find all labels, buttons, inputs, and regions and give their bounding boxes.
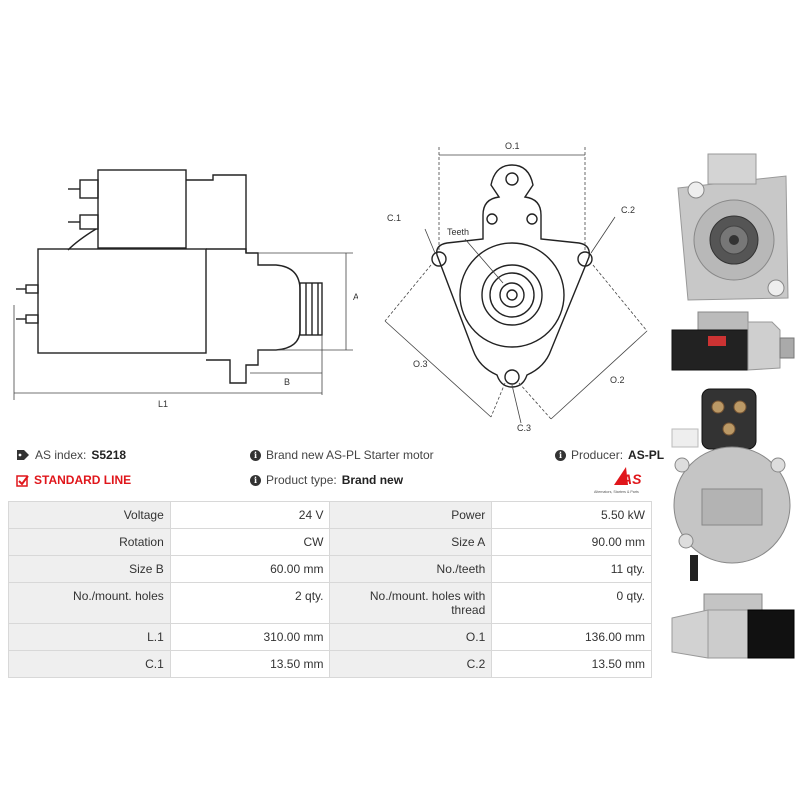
standard-line-label: STANDARD LINE bbox=[34, 473, 132, 487]
spec-value: 0 qty. bbox=[491, 582, 652, 624]
spec-value: 24 V bbox=[169, 501, 331, 529]
spec-key: Power bbox=[329, 501, 493, 529]
spec-value: 13.50 mm bbox=[169, 650, 331, 678]
product-type-value: Brand new bbox=[341, 473, 404, 487]
logo-text: AS bbox=[621, 471, 642, 487]
dim-label-teeth: Teeth bbox=[447, 227, 469, 237]
producer-row: i Producer: AS-PL bbox=[555, 448, 664, 462]
as-index-label: AS index: bbox=[35, 448, 87, 462]
dim-label-o1: O.1 bbox=[505, 141, 520, 151]
side-view-diagram: A B L1 bbox=[13, 169, 358, 409]
as-index-row: AS index: S5218 bbox=[16, 448, 126, 462]
checkbox-checked-icon bbox=[16, 474, 29, 487]
dim-label-c2: C.2 bbox=[621, 205, 635, 215]
dim-label-l1: L1 bbox=[158, 399, 168, 409]
dim-label-a: A bbox=[353, 292, 358, 302]
standard-line-row: STANDARD LINE bbox=[16, 473, 131, 487]
spec-key: No./mount. holes with thread bbox=[329, 582, 493, 624]
producer-value: AS-PL bbox=[628, 448, 665, 462]
dim-label-o3: O.3 bbox=[413, 359, 428, 369]
spec-value: CW bbox=[169, 528, 331, 556]
product-photo-side-2[interactable] bbox=[668, 592, 796, 664]
product-type-label: Product type: bbox=[266, 473, 337, 487]
product-photo-side[interactable] bbox=[668, 308, 796, 380]
spec-value: 11 qty. bbox=[491, 555, 652, 583]
spec-key: Rotation bbox=[8, 528, 171, 556]
spec-value: 310.00 mm bbox=[169, 623, 331, 651]
spec-key: O.1 bbox=[329, 623, 493, 651]
producer-label: Producer: bbox=[571, 448, 624, 462]
spec-key: L.1 bbox=[8, 623, 171, 651]
spec-value: 136.00 mm bbox=[491, 623, 652, 651]
product-photo-front[interactable] bbox=[668, 148, 796, 308]
spec-value: 5.50 kW bbox=[491, 501, 652, 529]
spec-key: No./teeth bbox=[329, 555, 493, 583]
description-row: i Brand new AS-PL Starter motor bbox=[250, 448, 434, 462]
spec-value: 90.00 mm bbox=[491, 528, 652, 556]
spec-key: Size A bbox=[329, 528, 493, 556]
spec-value: 60.00 mm bbox=[169, 555, 331, 583]
solenoid-outline bbox=[97, 169, 187, 249]
spec-key: Size B bbox=[8, 555, 171, 583]
spec-key: C.2 bbox=[329, 650, 493, 678]
as-pl-logo[interactable]: AS Alternators, Starters & Parts bbox=[592, 465, 654, 497]
spec-key: Voltage bbox=[8, 501, 171, 529]
description-text: Brand new AS-PL Starter motor bbox=[266, 448, 434, 462]
logo-tagline: Alternators, Starters & Parts bbox=[594, 490, 639, 494]
info-icon: i bbox=[250, 449, 261, 461]
dim-label-b: B bbox=[284, 377, 290, 387]
motor-body-outline bbox=[37, 248, 207, 354]
tag-icon bbox=[17, 450, 29, 460]
dim-label-c1: C.1 bbox=[387, 213, 401, 223]
spec-value: 13.50 mm bbox=[491, 650, 652, 678]
flange-outline bbox=[436, 164, 590, 388]
info-icon: i bbox=[250, 474, 261, 486]
spec-key: C.1 bbox=[8, 650, 171, 678]
spec-key: No./mount. holes bbox=[8, 582, 171, 624]
front-view-diagram: O.1 C.1 C.2 Teeth O.3 O.2 C.3 bbox=[384, 141, 648, 433]
product-type-row: i Product type: Brand new bbox=[250, 473, 403, 487]
as-index-value: S5218 bbox=[91, 448, 127, 462]
spec-value: 2 qty. bbox=[169, 582, 331, 624]
dim-label-c3: C.3 bbox=[517, 423, 531, 433]
dim-label-o2: O.2 bbox=[610, 375, 625, 385]
product-photo-rear[interactable] bbox=[668, 385, 796, 585]
info-icon: i bbox=[555, 449, 566, 461]
